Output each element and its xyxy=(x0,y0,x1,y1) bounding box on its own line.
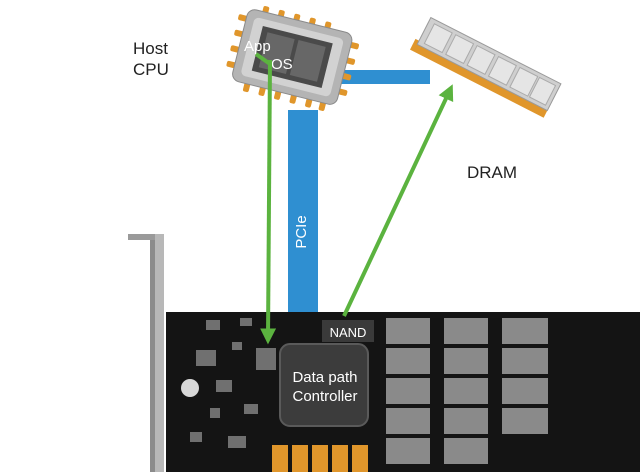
data-path-controller xyxy=(279,343,369,427)
controller-label-line1: Data path xyxy=(292,369,357,386)
data-path-arrows xyxy=(254,52,454,345)
dram-module xyxy=(410,16,562,118)
pcie-label: PCIe xyxy=(293,215,310,248)
app-os-arrow xyxy=(254,52,272,66)
pci-bracket xyxy=(128,234,164,472)
app-label: App xyxy=(244,38,271,55)
dram-to-nand-arrow xyxy=(342,84,454,317)
controller-label-line2: Controller xyxy=(292,388,357,405)
nand-array xyxy=(386,318,548,464)
host-cpu-label-line2: CPU xyxy=(133,60,169,79)
dram-label: DRAM xyxy=(467,163,517,182)
os-label: OS xyxy=(271,56,293,73)
pcie-bus xyxy=(288,70,430,342)
nand-box xyxy=(322,320,374,342)
host-cpu-label-line1: Host xyxy=(133,39,168,58)
cpu-to-controller-arrow xyxy=(260,59,277,345)
nand-label: NAND xyxy=(330,325,367,340)
host-cpu-chip xyxy=(226,6,359,111)
